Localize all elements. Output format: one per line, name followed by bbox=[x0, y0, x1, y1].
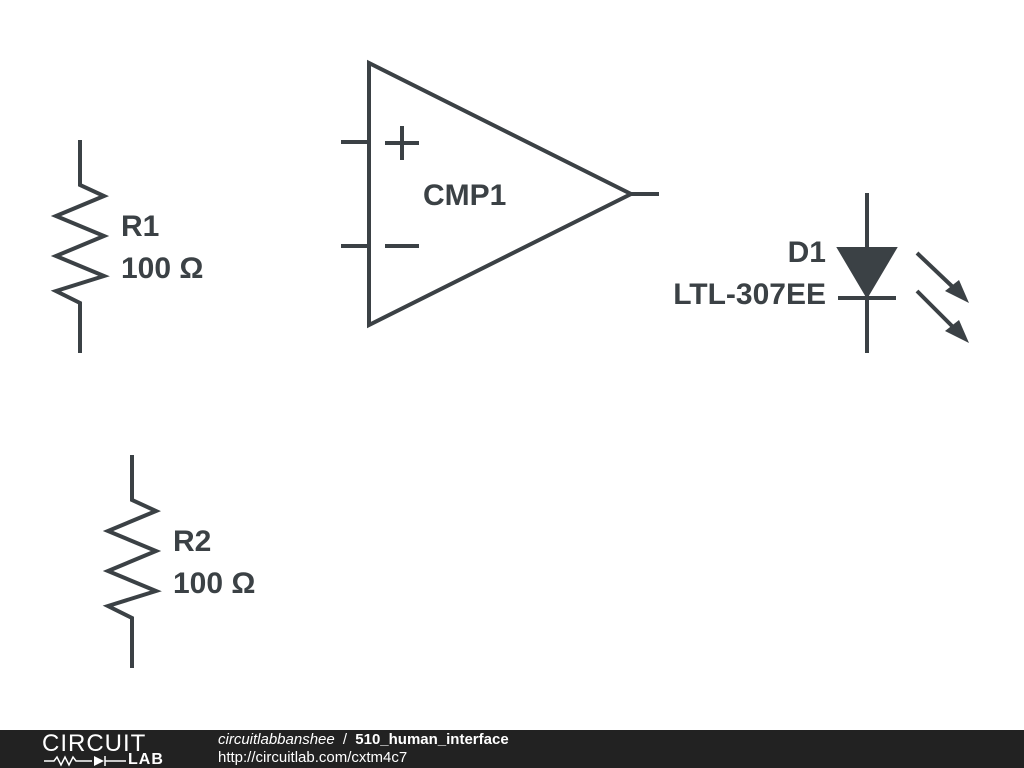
comparator-triangle bbox=[367, 59, 636, 329]
project-name[interactable]: 510_human_interface bbox=[355, 731, 509, 748]
resistor-r2-ref: R2 bbox=[173, 525, 211, 558]
circuit-url-link[interactable]: http://circuitlab.com/cxtm4c7 bbox=[218, 749, 408, 766]
led-d1[interactable]: D1 LTL-307EE bbox=[673, 193, 969, 353]
logo-resistor-diode-icon bbox=[44, 755, 126, 767]
resistor-r1-ref: R1 bbox=[121, 210, 159, 243]
footer-bar: CIRCUIT LAB circuitlabbanshee / 510_huma… bbox=[0, 730, 1024, 768]
logo-circuit-text: CIRCUIT bbox=[42, 730, 147, 757]
resistor-r1[interactable]: R1 100 Ω bbox=[50, 140, 203, 353]
resistor-r1-symbol bbox=[50, 140, 110, 353]
resistor-r2-symbol bbox=[102, 455, 162, 668]
comparator-cmp1-ref: CMP1 bbox=[423, 179, 506, 212]
comparator-plus-sign bbox=[385, 126, 419, 160]
logo-lab-text: LAB bbox=[128, 751, 164, 768]
resistor-r2-value: 100 Ω bbox=[173, 567, 255, 600]
author-link[interactable]: circuitlabbanshee bbox=[218, 731, 335, 748]
led-emission-arrows-icon bbox=[915, 251, 969, 343]
path-separator: / bbox=[342, 731, 348, 748]
resistor-r1-value: 100 Ω bbox=[121, 252, 203, 285]
resistor-r2[interactable]: R2 100 Ω bbox=[102, 455, 255, 668]
circuitlab-logo[interactable]: CIRCUIT LAB bbox=[42, 730, 174, 768]
comparator-cmp1[interactable]: CMP1 bbox=[341, 59, 659, 329]
schematic-diagram: R1 100 Ω R2 100 Ω CMP1 bbox=[50, 59, 969, 668]
led-d1-ref: D1 bbox=[788, 236, 826, 269]
led-d1-value: LTL-307EE bbox=[673, 278, 826, 311]
led-d1-triangle bbox=[836, 247, 898, 299]
circuit-meta: circuitlabbanshee / 510_human_interface … bbox=[218, 731, 509, 767]
